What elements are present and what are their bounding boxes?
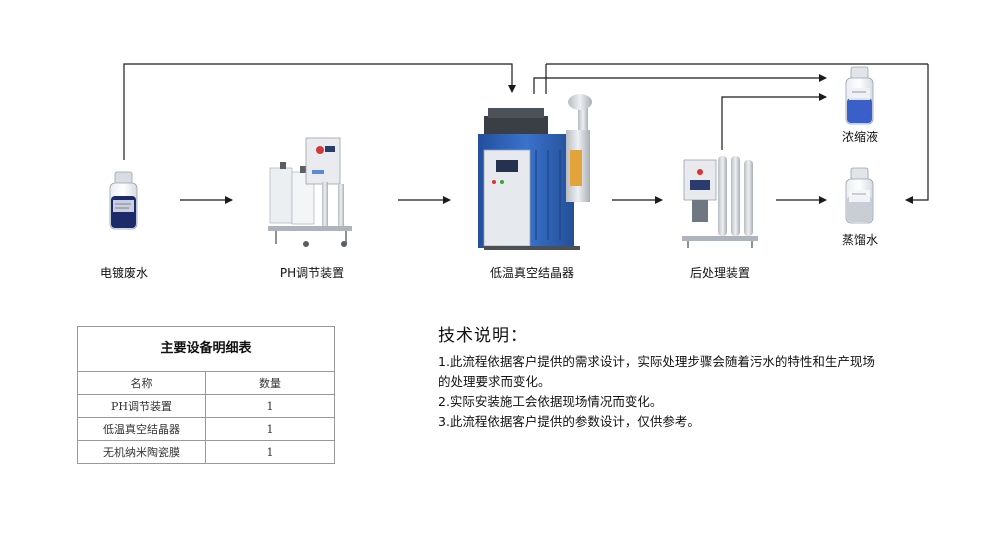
header-quantity: 数量 — [259, 377, 281, 390]
node-label-wastewater: 电镀废水 — [99, 266, 148, 280]
edge-wastewater-to-crystallizer — [123, 63, 516, 160]
ph-adjustment-illustration — [268, 137, 352, 247]
table-row: 无机纳米陶瓷膜 1 — [78, 441, 334, 463]
concentrate-bottle-illustration — [845, 66, 874, 125]
node-label-distilled: 蒸馏水 — [841, 233, 878, 247]
table-row: PH调节装置 1 — [78, 395, 334, 418]
post-treatment-illustration — [682, 156, 758, 248]
equipment-table-header: 名称 数量 — [78, 372, 334, 395]
notes-line: 2.实际安装施工会依据现场情况而变化。 — [438, 394, 663, 409]
node-label-ph: PH调节装置 — [279, 266, 345, 280]
node-label-post: 后处理装置 — [689, 266, 750, 280]
table-row: 低温真空结晶器 1 — [78, 418, 334, 441]
edge-crystallizer-to-concentrate — [533, 74, 827, 94]
notes-line: 3.此流程依据客户提供的参数设计，仅供参考。 — [438, 414, 700, 429]
equipment-table: 主要设备明细表 名称 数量 PH调节装置 1 低温真空结晶器 1 无机纳米陶瓷膜… — [77, 326, 335, 464]
edge-distilled-return-to-crystallizer — [905, 64, 929, 204]
node-label-concentrate: 浓缩液 — [841, 130, 878, 144]
wastewater-bottle-illustration — [109, 171, 138, 230]
crystallizer-illustration — [478, 94, 592, 250]
row-name: 无机纳米陶瓷膜 — [78, 441, 206, 463]
header-name: 名称 — [78, 372, 206, 394]
row-name: PH调节装置 — [78, 395, 206, 417]
row-quantity: 1 — [266, 445, 274, 459]
node-label-crystallizer: 低温真空结晶器 — [489, 266, 574, 280]
notes-line: 的处理要求而变化。 — [438, 374, 551, 389]
technical-notes: 技术说明： 1.此流程依据客户提供的需求设计，实际处理步骤会随着污水的特性和生产… — [438, 321, 958, 432]
distilled-bottle-illustration — [845, 167, 874, 224]
edge-post-to-concentrate — [721, 93, 827, 150]
equipment-table-title: 主要设备明细表 — [78, 327, 334, 372]
process-flow-diagram — [109, 63, 929, 250]
notes-line: 1.此流程依据客户提供的需求设计，实际处理步骤会随着污水的特性和生产现场 — [438, 354, 875, 369]
row-quantity: 1 — [266, 399, 274, 413]
notes-title: 技术说明： — [438, 326, 528, 346]
row-name: 低温真空结晶器 — [78, 418, 206, 440]
row-quantity: 1 — [266, 422, 274, 436]
